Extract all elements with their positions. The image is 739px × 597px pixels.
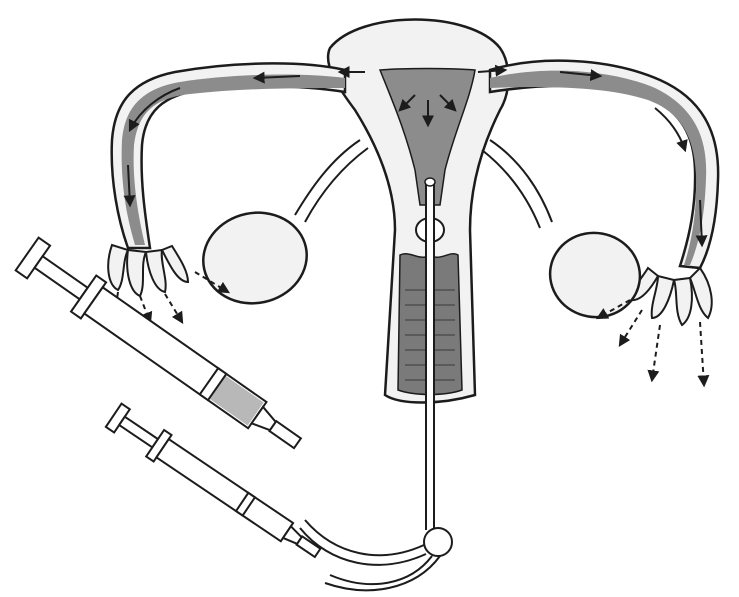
catheter-hub (424, 528, 452, 556)
left-fimbriae (108, 245, 188, 296)
left-ovarian-ligament (295, 140, 360, 215)
right-ovary (543, 226, 646, 324)
small-syringe (105, 402, 327, 566)
right-ovarian-ligament (490, 140, 552, 222)
right-fimbriae (630, 268, 712, 325)
left-ovary (195, 203, 315, 313)
small-syringe-barrel (156, 439, 293, 541)
